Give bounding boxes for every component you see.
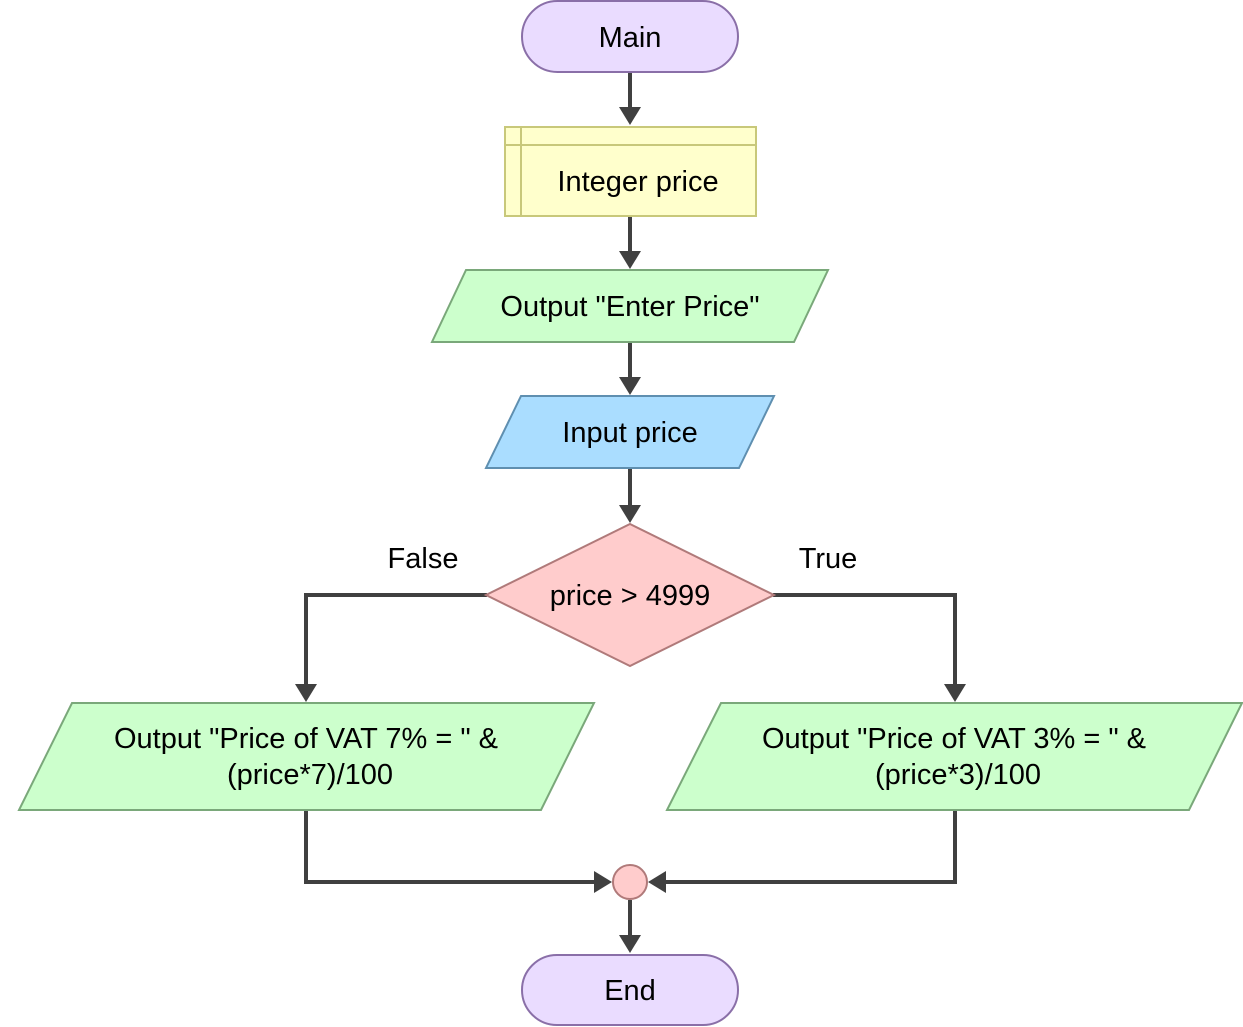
arrow-true-output-to-join — [664, 811, 957, 884]
input-block: Input price — [484, 395, 776, 469]
arrowhead-input — [619, 377, 641, 395]
input-label: Input price — [562, 417, 697, 449]
output-prompt-label: Output "Enter Price" — [500, 291, 759, 323]
arrowhead-join-right — [648, 871, 666, 893]
true-branch-label: True — [799, 543, 858, 575]
output-prompt-block: Output "Enter Price" — [430, 269, 830, 343]
arrowhead-end — [619, 935, 641, 953]
arrowhead-declare — [619, 107, 641, 125]
decision-label: price > 4999 — [550, 580, 710, 612]
output-false-line1: Output "Price of VAT 7% = " & — [114, 723, 498, 755]
arrow-false-output-to-join — [304, 811, 596, 884]
arrowhead-join-left — [594, 871, 612, 893]
end-label: End — [604, 975, 656, 1007]
arrow-decision-false-branch — [304, 593, 487, 684]
false-branch-label: False — [388, 543, 459, 575]
arrowhead-false-output — [295, 684, 317, 702]
arrowheads — [295, 107, 966, 953]
start-label: Main — [599, 22, 662, 54]
output-true-block: Output "Price of VAT 3% = " & (price*3)/… — [665, 702, 1243, 811]
arrowhead-decision — [619, 505, 641, 523]
flow-arrows — [304, 73, 957, 937]
declare-block: Integer price — [504, 126, 757, 217]
output-false-block: Output "Price of VAT 7% = " & (price*7)/… — [17, 702, 596, 811]
output-true-line2: (price*3)/100 — [875, 759, 1041, 791]
arrowhead-true-output — [944, 684, 966, 702]
output-false-line2: (price*7)/100 — [227, 759, 393, 791]
output-true-line1: Output "Price of VAT 3% = " & — [762, 723, 1146, 755]
end-terminal: End — [521, 954, 739, 1026]
join-connector — [612, 864, 648, 900]
arrow-decision-true-branch — [773, 593, 957, 684]
arrowhead-output — [619, 251, 641, 269]
decision-diamond: price > 4999 — [483, 522, 777, 668]
declare-label: Integer price — [557, 166, 718, 198]
start-terminal: Main — [521, 0, 739, 73]
